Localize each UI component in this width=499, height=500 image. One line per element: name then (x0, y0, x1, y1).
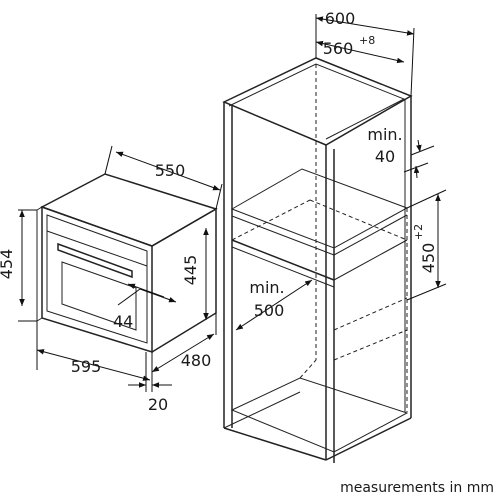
niche-height-label: 450 (419, 243, 438, 274)
cabinet-base (230, 377, 409, 453)
niche-top-shelf (230, 168, 409, 249)
cabinet-inner-width-dimension-line (315, 40, 405, 64)
oven-width-label: 550 (155, 161, 186, 180)
oven-handle (57, 242, 133, 279)
cabinet-plinth-front (223, 427, 327, 461)
oven-panel-label: 20 (148, 395, 168, 414)
oven-side-face (151, 207, 217, 353)
min-gap-label: min. (367, 125, 402, 144)
oven-offset-label: 44 (113, 312, 133, 331)
oven-inner-height-label: 445 (181, 255, 200, 286)
oven-dimensions: 550 454 445 44 595 480 20 (0, 145, 223, 414)
cabinet-width-label: 600 (325, 9, 356, 28)
oven-depth-label: 480 (181, 351, 212, 370)
oven-width-dimension-line (115, 151, 221, 191)
cabinet-drawing (222, 57, 413, 463)
niche-bottom-shelf (231, 239, 335, 281)
cabinet-dimensions: 600 560 +8 min. 40 450 +2 min. 500 (235, 9, 447, 331)
oven-window (61, 261, 137, 331)
oven-control-strip (46, 230, 148, 267)
offset-leader (117, 288, 141, 306)
cabinet-width-dimension-line (315, 16, 415, 36)
oven-front-width-label: 595 (71, 357, 102, 376)
min-depth-label: min. (249, 278, 284, 297)
oven-front-width-dimension-line (36, 349, 151, 381)
min-depth-value: 500 (254, 301, 285, 320)
oven-height-label: 454 (0, 249, 16, 280)
oven-depth-dimension-line (151, 333, 215, 373)
min-gap-value: 40 (375, 147, 395, 166)
oven-door-frame (46, 214, 148, 344)
oven-top-face (40, 173, 218, 247)
measurement-units-note: measurements in mm (340, 480, 494, 496)
cabinet-inner-width-tolerance: +8 (359, 34, 375, 47)
niche-height-tolerance: +2 (412, 224, 425, 240)
min-depth-dimension-line (235, 279, 313, 331)
oven-drawing (36, 173, 218, 354)
cabinet-inner-width-label: 560 (323, 39, 354, 58)
